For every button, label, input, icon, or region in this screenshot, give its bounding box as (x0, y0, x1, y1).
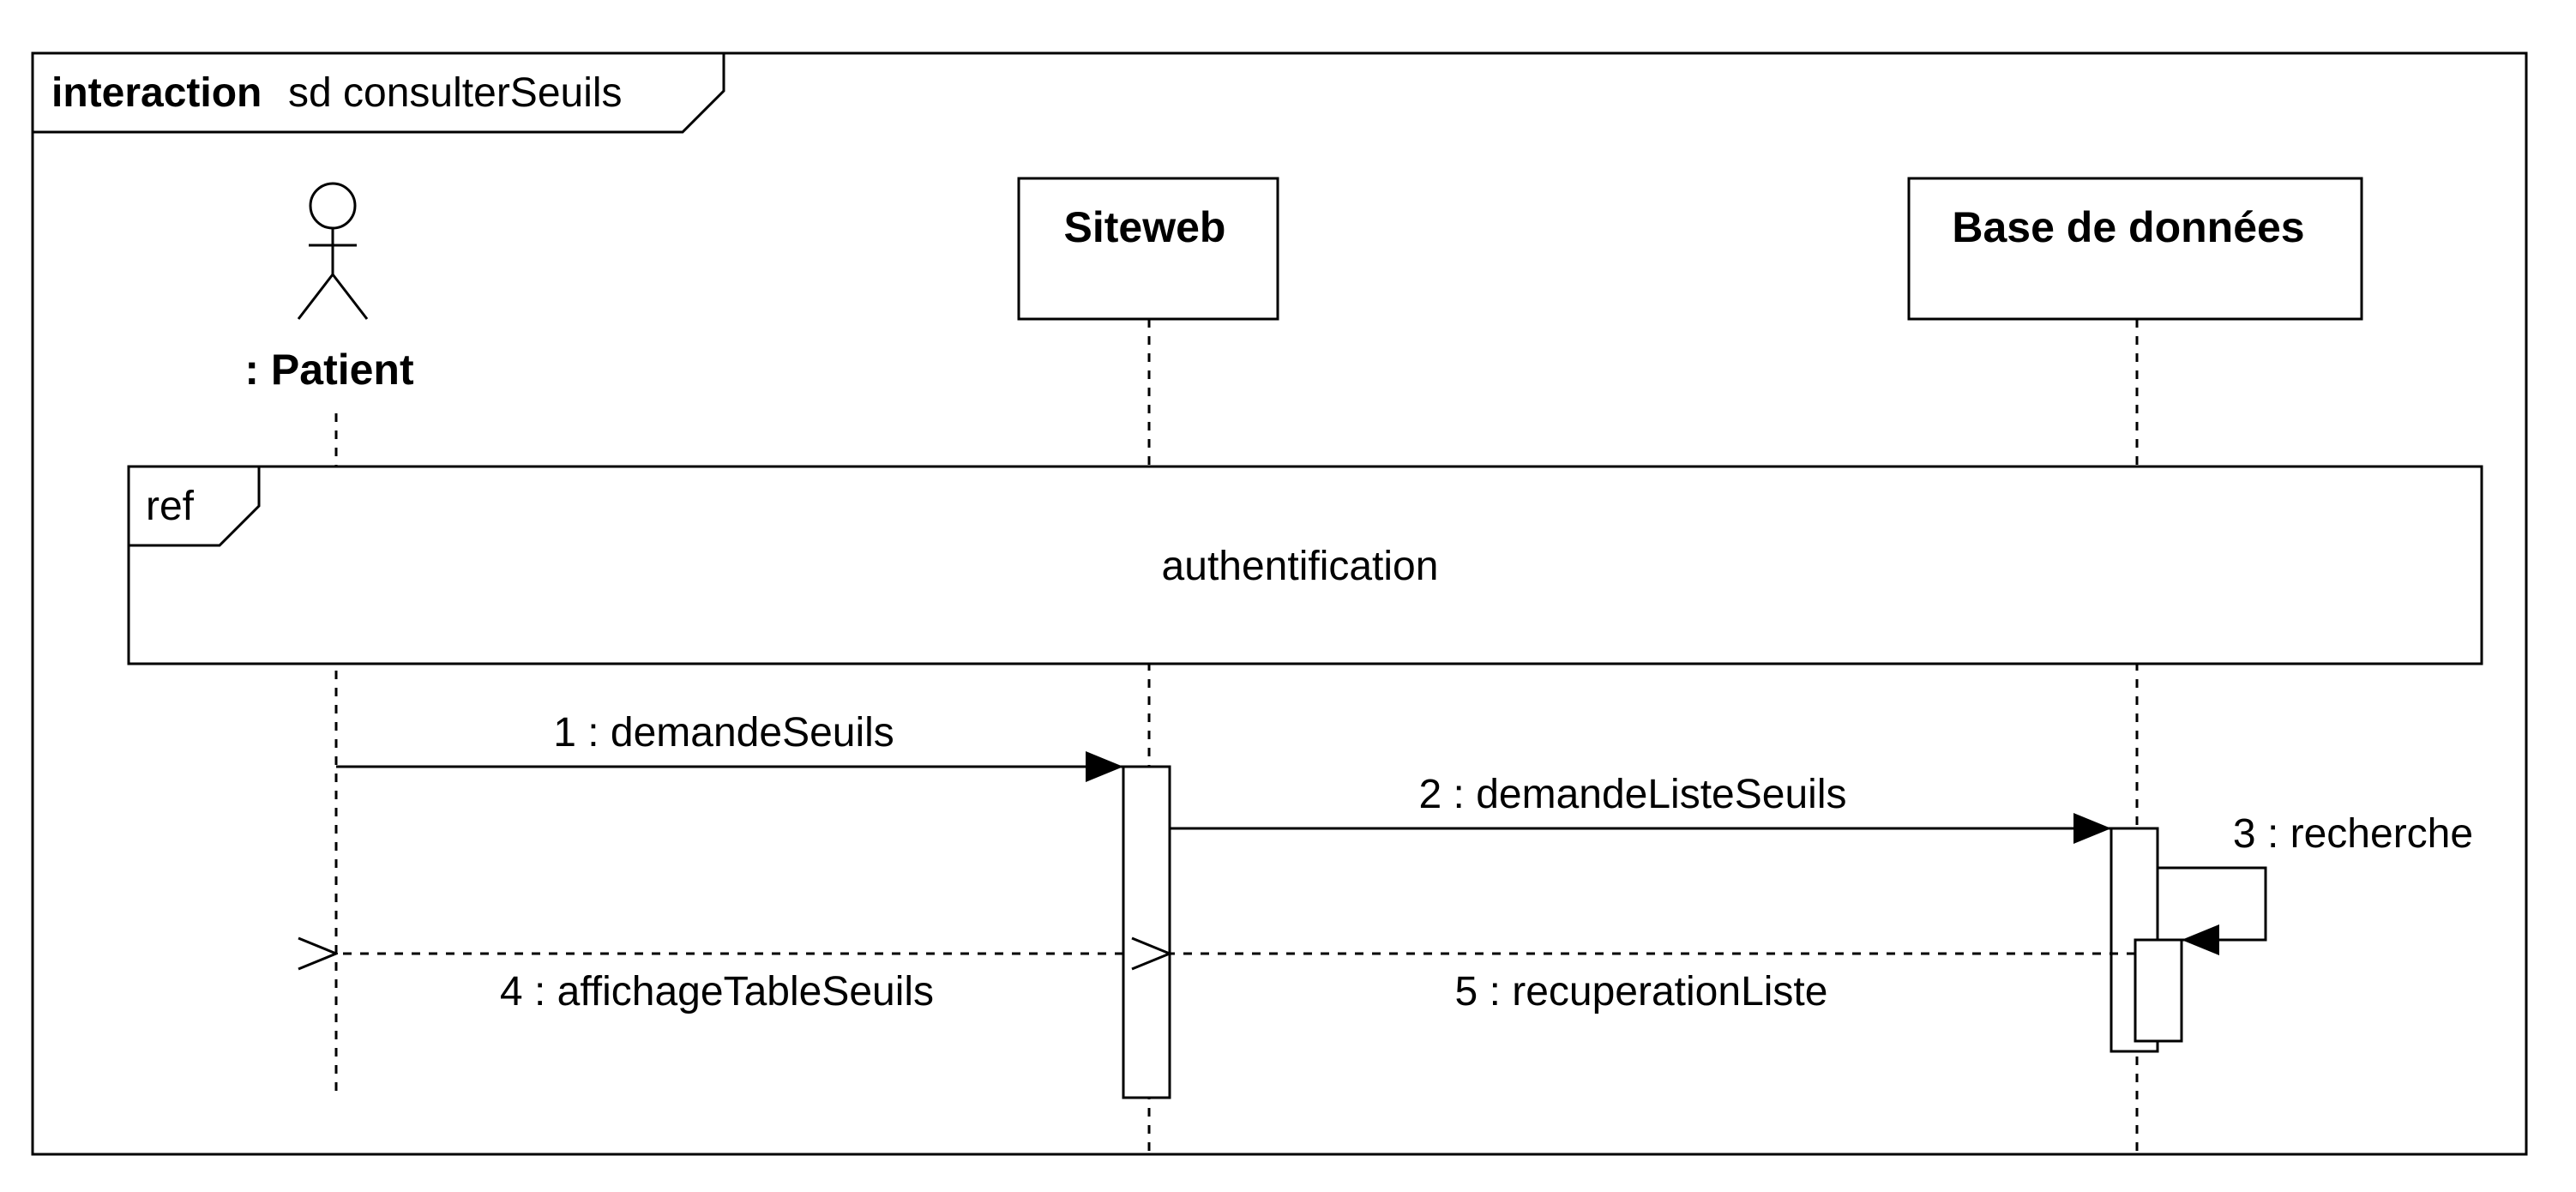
siteweb-lifeline-head (1017, 177, 1279, 321)
database-nested-activation-bar (2134, 938, 2183, 1043)
message-5-label: 5 : recuperationListe (1455, 969, 1828, 1014)
database-lifeline-head (1907, 177, 2363, 321)
ref-fragment-tag-pentagon (129, 467, 261, 547)
database-lifeline-label: Base de données (1952, 203, 2304, 251)
ref-fragment-label: authentification (1162, 544, 1439, 589)
message-3-label: 3 : recherche (2233, 811, 2473, 857)
message-1-label: 1 : demandeSeuils (553, 710, 894, 756)
ref-fragment-tag: ref (146, 484, 195, 529)
patient-actor-icon (297, 182, 369, 320)
patient-lifeline-label: : Patient (244, 346, 414, 394)
siteweb-activation-bar (1122, 765, 1171, 1099)
message-4-label: 4 : affichageTableSeuils (500, 969, 934, 1014)
message-2-label: 2 : demandeListeSeuils (1419, 772, 1847, 817)
frame-header-pentagon (33, 53, 725, 134)
siteweb-lifeline-label: Siteweb (1064, 203, 1226, 251)
frame-keyword: interaction (51, 70, 262, 116)
frame-title: sd consulterSeuils (288, 70, 623, 116)
message-3-arrow (2158, 866, 2267, 955)
ref-fragment (127, 465, 2483, 665)
